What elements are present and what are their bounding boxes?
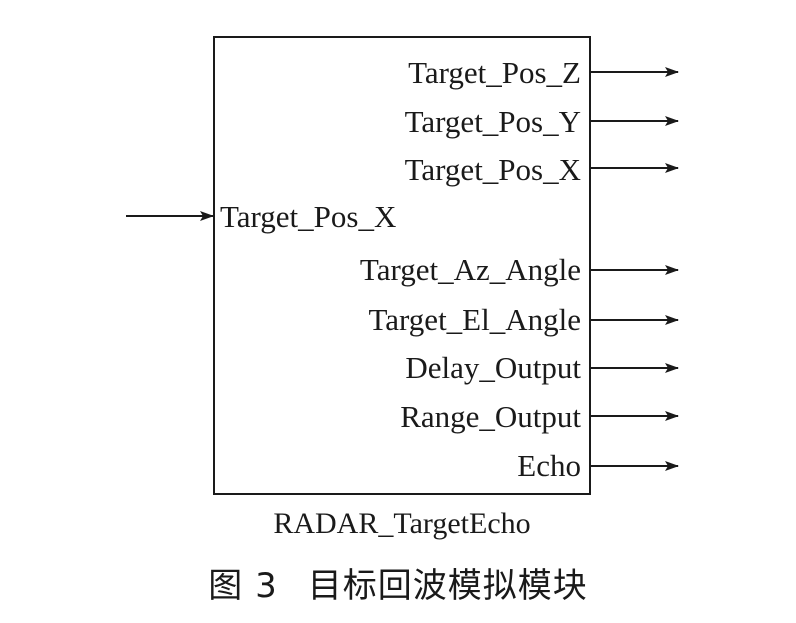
input-port-target-pos-x: Target_Pos_X — [126, 199, 396, 234]
figure-number: 图 3 — [208, 566, 278, 606]
output-port-label: Target_Pos_X — [405, 152, 581, 187]
input-port-label: Target_Pos_X — [220, 199, 396, 234]
output-port-label: Target_El_Angle — [369, 302, 581, 337]
output-port-target-az-angle: Target_Az_Angle — [360, 252, 679, 287]
output-port-target-el-angle: Target_El_Angle — [369, 302, 679, 337]
output-port-label: Target_Pos_Z — [408, 55, 581, 90]
output-port-label: Echo — [517, 448, 581, 483]
output-port-delay-output: Delay_Output — [405, 350, 679, 385]
figure-title: 目标回波模拟模块 — [307, 566, 588, 606]
output-port-label: Target_Pos_Y — [405, 104, 581, 139]
output-port-target-pos-z: Target_Pos_Z — [408, 55, 679, 90]
output-port-echo: Echo — [517, 448, 679, 483]
output-port-target-pos-x: Target_Pos_X — [405, 152, 679, 187]
output-port-label: Delay_Output — [405, 350, 581, 385]
figure-caption: 图 3 目标回波模拟模块 — [0, 558, 796, 607]
output-port-label: Range_Output — [400, 399, 581, 434]
output-port-label: Target_Az_Angle — [360, 252, 581, 287]
block-box — [213, 36, 591, 495]
output-port-target-pos-y: Target_Pos_Y — [405, 104, 679, 139]
output-port-range-output: Range_Output — [400, 399, 679, 434]
block-name: RADAR_TargetEcho — [273, 507, 530, 540]
